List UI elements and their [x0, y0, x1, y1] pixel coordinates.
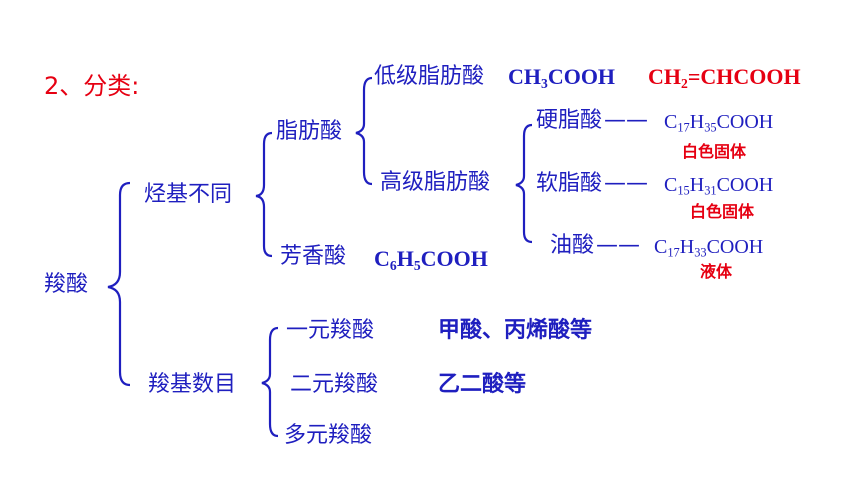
hydrocarbon-label: 烃基不同: [144, 182, 233, 207]
lower-acid-label: 低级脂肪酸: [374, 64, 485, 89]
benzoic-acid-formula: C6H5COOH: [374, 246, 488, 274]
dicarboxylic-label: 二元羧酸: [290, 372, 379, 397]
palmitic-acid-state: 白色固体: [690, 202, 755, 221]
carboxyl-count-label: 羧基数目: [148, 372, 237, 397]
stearic-acid-state: 白色固体: [682, 142, 747, 161]
root-label: 羧酸: [44, 272, 89, 297]
higher-acid-label: 高级脂肪酸: [380, 170, 491, 195]
dash: ——: [604, 171, 648, 196]
oleic-acid-formula: C17H33COOH: [654, 236, 764, 260]
palmitic-acid-label: 软脂酸: [536, 171, 603, 196]
monocarboxylic-examples: 甲酸、丙烯酸等: [438, 318, 593, 343]
aromatic-label: 芳香酸: [280, 244, 347, 269]
section-heading: 2、分类:: [44, 72, 140, 100]
root-brace: [107, 181, 131, 387]
stearic-acid-formula: C17H35COOH: [664, 111, 774, 135]
stearic-acid-label: 硬脂酸: [536, 108, 603, 133]
dicarboxylic-examples: 乙二酸等: [438, 372, 527, 397]
dash: ——: [596, 233, 640, 258]
higher-brace: [515, 123, 533, 244]
oleic-acid-state: 液体: [700, 262, 733, 281]
monocarboxylic-label: 一元羧酸: [286, 318, 375, 343]
aliphatic-brace: [355, 76, 373, 186]
acrylic-acid-formula: CH2=CHCOOH: [648, 64, 801, 92]
acetic-acid-formula: CH3COOH: [508, 64, 616, 92]
carboxyl-brace: [261, 326, 279, 438]
dash: ——: [604, 108, 648, 133]
palmitic-acid-formula: C15H31COOH: [664, 174, 774, 198]
oleic-acid-label: 油酸: [550, 233, 595, 258]
aliphatic-label: 脂肪酸: [276, 119, 343, 144]
hydrocarbon-brace: [255, 131, 273, 258]
polycarboxylic-label: 多元羧酸: [284, 423, 373, 448]
